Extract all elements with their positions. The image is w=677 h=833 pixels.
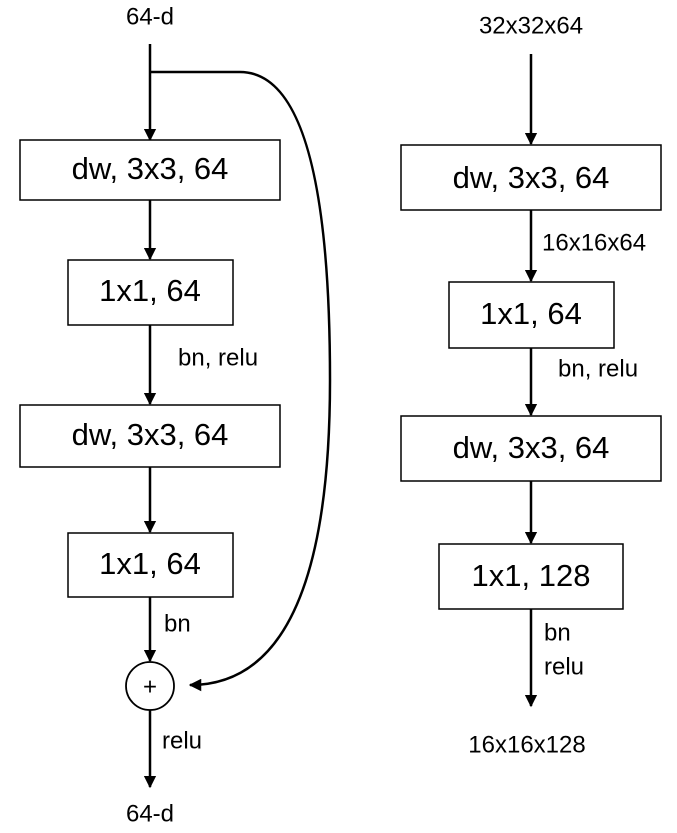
right-layer-pw-1-label: 1x1, 64 [480,296,582,331]
left-annotation-bn: bn [164,610,191,637]
left-block: 64-d dw, 3x3, 64 1x1, 64 bn, relu dw, 3x… [19,3,332,827]
left-layer-dw-1 [19,139,281,201]
left-layer-pw-1 [67,259,234,326]
right-layer-dw-2-label: dw, 3x3, 64 [453,430,610,465]
left-annotation-relu: relu [162,727,202,754]
left-layer-pw-2 [67,532,234,598]
left-layer-dw-1-label: dw, 3x3, 64 [72,151,229,186]
left-input-label: 64-d [126,3,174,30]
right-block: 32x32x64 dw, 3x3, 64 16x16x64 1x1, 64 bn… [400,12,662,758]
right-annotation-bn-relu: bn, relu [558,355,638,382]
right-input-label: 32x32x64 [479,12,583,39]
right-layer-dw-1-label: dw, 3x3, 64 [453,160,610,195]
left-annotation-bn-relu: bn, relu [178,344,258,371]
right-layer-dw-1 [400,144,662,211]
add-plus-icon: + [143,673,157,700]
left-skip-connection [150,70,332,692]
right-layer-dw-2 [400,415,662,482]
right-layer-pw-2-label: 1x1, 128 [472,558,591,593]
right-annotation-relu: relu [544,653,584,680]
right-output-label: 16x16x128 [468,731,585,758]
left-layer-dw-2 [19,404,281,468]
right-layer-pw-2 [438,543,624,610]
left-layer-pw-2-label: 1x1, 64 [99,546,201,581]
left-layer-pw-1-label: 1x1, 64 [99,273,201,308]
right-annotation-bn: bn [544,619,571,646]
left-output-label: 64-d [126,800,174,827]
left-layer-dw-2-label: dw, 3x3, 64 [72,417,229,452]
right-annotation-dims: 16x16x64 [542,229,646,256]
